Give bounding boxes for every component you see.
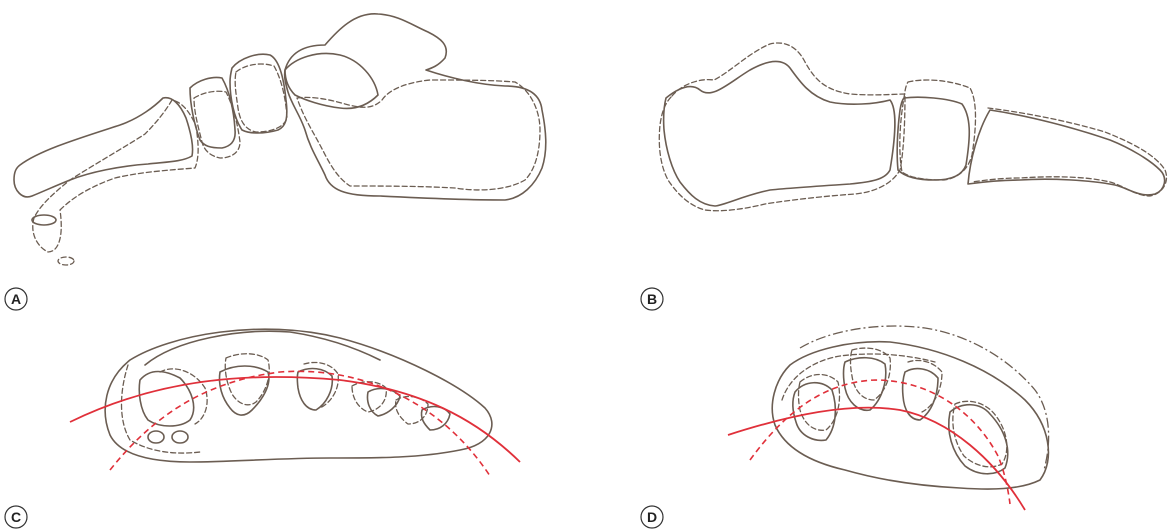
navicular-outline <box>897 97 969 180</box>
metatarsal-outline <box>968 110 1165 195</box>
panel-b-medial-view: B <box>641 43 1167 310</box>
panel-c-letter: C <box>11 509 21 525</box>
calcaneus-outline <box>664 61 895 206</box>
calcaneus-dashed-outline <box>659 43 905 211</box>
panel-c-transverse-section: C <box>5 329 520 528</box>
cuboid-outline <box>230 54 287 133</box>
panel-d-transverse-section: D <box>641 326 1049 528</box>
cuneiform-2-outline <box>219 366 268 415</box>
cuboid-dashed-outline <box>953 401 1007 467</box>
panel-a-letter: A <box>11 291 21 307</box>
foot-section-outline <box>105 329 492 462</box>
navicular-dashed-outline <box>900 80 976 180</box>
cuneiform-3-outline <box>297 369 332 410</box>
foot-section-dashed-outline <box>122 365 201 453</box>
panel-d-letter: D <box>647 509 657 525</box>
cuneiform-1-dashed-outline <box>160 369 207 424</box>
sesamoid-dashed-outline <box>58 257 74 265</box>
cuneiform-2-outline <box>844 358 886 411</box>
metatarsal-dashed-outline <box>33 100 198 252</box>
cuneiform-outline <box>190 77 235 148</box>
arch-curve-solid <box>728 408 1025 510</box>
arch-curve-solid <box>70 377 520 462</box>
panel-a-lateral-view: A <box>5 14 546 310</box>
calcaneus-dashed-outline <box>297 80 540 190</box>
sesamoid-1-outline <box>148 431 164 443</box>
panel-b-letter: B <box>647 291 657 307</box>
foot-section-inner-outline <box>145 331 380 365</box>
sesamoid-2-outline <box>172 431 188 443</box>
cuboid-dashed-outline <box>235 64 287 132</box>
calcaneus-outline <box>285 14 546 200</box>
cuboid-outline <box>949 405 1008 474</box>
cuneiform-2-dashed-outline <box>851 348 891 400</box>
metatarsal-dashed-outline <box>972 108 1167 196</box>
sesamoid-outline <box>32 215 56 225</box>
cuneiform-1-outline <box>139 372 193 427</box>
